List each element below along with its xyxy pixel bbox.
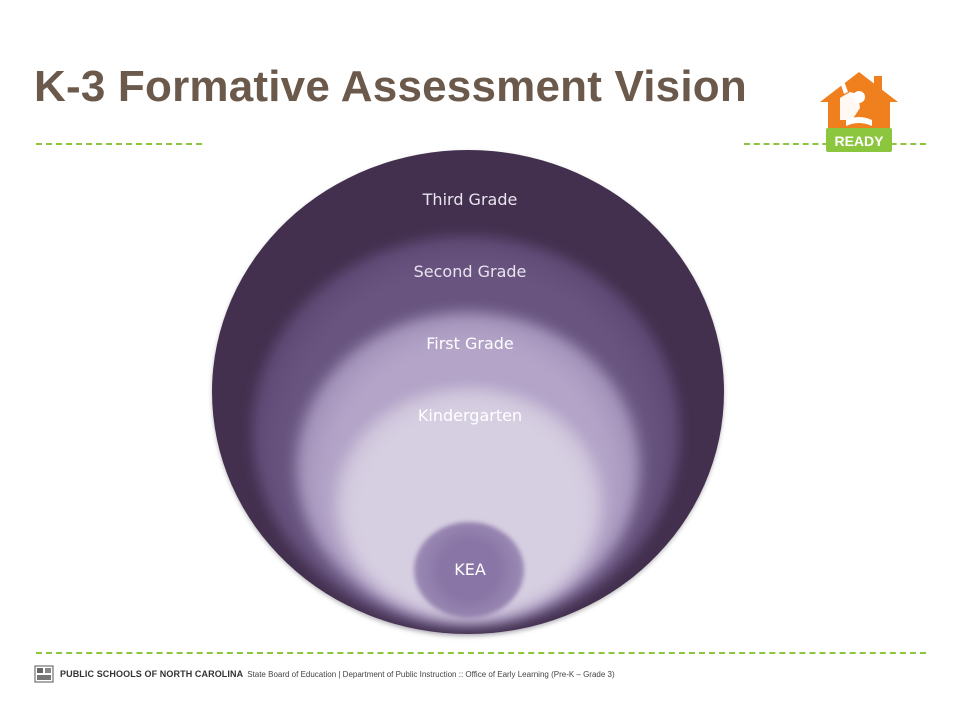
- ring-kea: [414, 522, 524, 618]
- footer-org-name: PUBLIC SCHOOLS OF NORTH CAROLINA: [60, 669, 244, 679]
- label-kindergarten: Kindergarten: [417, 406, 523, 425]
- nested-circle-diagram: Third Grade Second Grade First Grade Kin…: [200, 150, 740, 640]
- footer-details: State Board of Education | Department of…: [247, 669, 615, 679]
- label-first-grade: First Grade: [426, 334, 514, 353]
- footer: PUBLIC SCHOOLS OF NORTH CAROLINA State B…: [34, 664, 615, 684]
- state-seal-icon: [34, 665, 54, 683]
- top-divider-left: [36, 143, 202, 145]
- label-kea: KEA: [454, 560, 486, 579]
- label-third-grade: Third Grade: [422, 190, 518, 209]
- label-second-grade: Second Grade: [413, 262, 527, 281]
- ready-logo: READY: [820, 72, 898, 152]
- bottom-divider: [36, 652, 926, 654]
- page-title: K-3 Formative Assessment Vision: [34, 62, 747, 111]
- ready-badge-text: READY: [834, 133, 884, 149]
